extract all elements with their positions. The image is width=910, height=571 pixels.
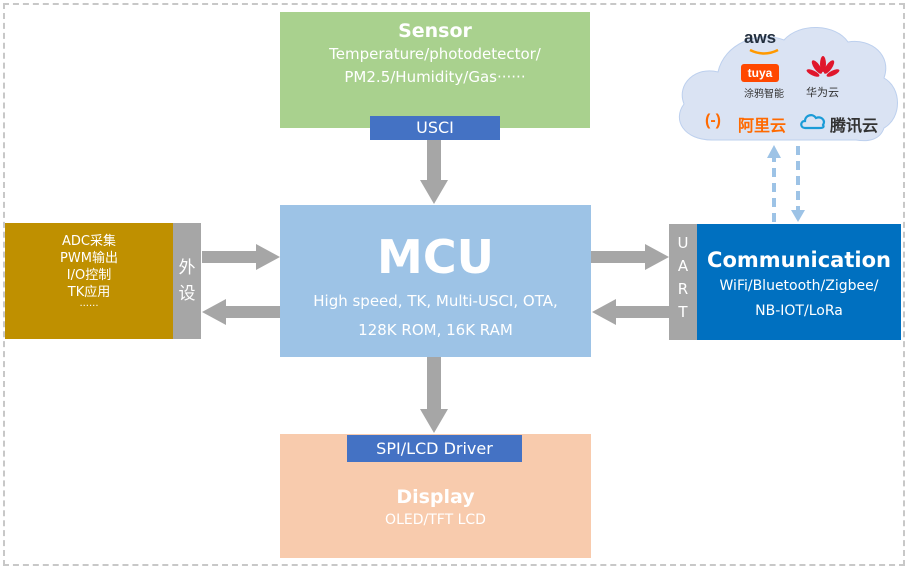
tuya-name: 涂鸦智能 [744, 89, 784, 100]
tuya-logo: tuya [741, 64, 779, 82]
sensor-desc-line2: PM2.5/Humidity/Gas······ [344, 68, 526, 86]
display-interface-tag: SPI/LCD Driver [347, 435, 522, 462]
display-desc: OLED/TFT LCD [385, 512, 486, 528]
mcu-block: MCU High speed, TK, Multi-USCI, OTA, 128… [280, 205, 591, 357]
aws-smile-icon [749, 48, 779, 55]
arrowhead-up [767, 145, 781, 158]
uart-char: R [677, 280, 689, 298]
peripheral-item: ······ [79, 301, 99, 312]
peripheral-tag-char: 设 [178, 284, 196, 304]
communication-desc-line2: NB-IOT/LoRa [755, 303, 843, 319]
communication-desc-line1: WiFi/Bluetooth/Zigbee/ [719, 278, 879, 294]
peripheral-tag: 外 设 [173, 223, 201, 339]
sensor-title: Sensor [398, 20, 472, 42]
mcu-desc-line2: 128K ROM, 16K RAM [358, 321, 513, 339]
sensor-block: Sensor Temperature/photodetector/ PM2.5/… [280, 12, 590, 140]
peripheral-item: TK应用 [67, 285, 111, 300]
mcu-title: MCU [377, 230, 494, 284]
peripheral-block: ADC采集 PWM输出 I/O控制 TK应用 ······ [5, 223, 173, 339]
huawei-flower-icon [806, 56, 840, 77]
peripheral-item: ADC采集 [62, 234, 116, 249]
aliyun-mark-icon: (-) [705, 112, 721, 129]
uart-char: T [678, 303, 688, 321]
arrow-mcu-to-uart [591, 244, 669, 270]
arrow-peripheral-to-mcu [202, 244, 280, 270]
uart-tag: U A R T [669, 224, 697, 340]
peripheral-tag-char: 外 [178, 258, 196, 278]
aliyun-name: 阿里云 [738, 118, 787, 135]
arrow-uart-to-mcu [592, 299, 669, 325]
cloud-shape [678, 27, 898, 142]
peripheral-item: PWM输出 [60, 251, 118, 266]
display-title: Display [396, 486, 475, 508]
uart-char: A [677, 257, 689, 275]
peripheral-item: I/O控制 [66, 268, 112, 283]
sensor-interface-tag: USCI [370, 116, 500, 140]
communication-title: Communication [707, 248, 891, 272]
arrow-mcu-to-display [420, 357, 448, 433]
display-block: SPI/LCD Driver Display OLED/TFT LCD [280, 434, 591, 558]
diagram-frame [3, 3, 905, 566]
uart-char: U [677, 234, 689, 252]
arrow-sensor-to-mcu [420, 128, 448, 204]
arrow-mcu-to-peripheral [202, 299, 280, 325]
tencent-cloud-icon [800, 114, 825, 130]
huawei-name: 华为云 [806, 87, 839, 99]
arrowhead-down [791, 210, 805, 222]
mcu-desc-line1: High speed, TK, Multi-USCI, OTA, [313, 292, 558, 310]
sensor-desc-line1: Temperature/photodetector/ [329, 45, 541, 63]
aws-logo: aws [744, 28, 777, 47]
communication-block: Communication WiFi/Bluetooth/Zigbee/ NB-… [697, 224, 901, 340]
tencent-name: 腾讯云 [830, 118, 879, 135]
